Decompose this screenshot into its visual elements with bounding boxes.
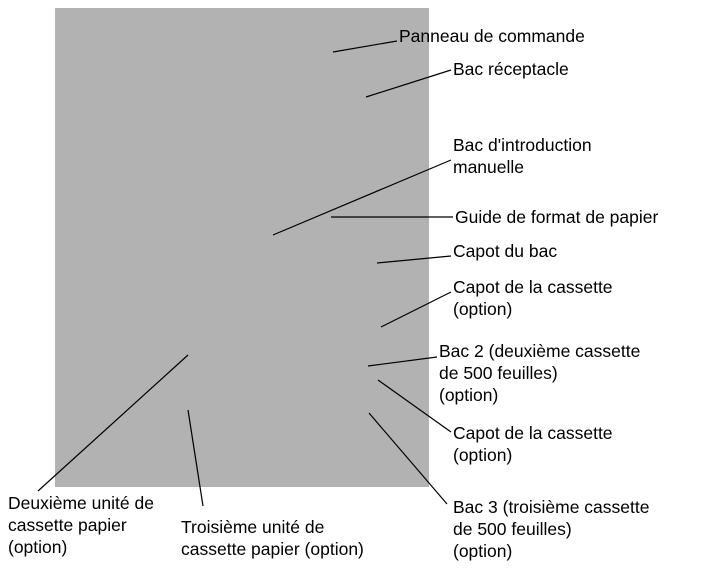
callout-tray-3: Bac 3 (troisième cassette de 500 feuille… bbox=[453, 496, 649, 562]
leader-line-tray-3 bbox=[368, 412, 448, 505]
callout-line: Panneau de commande bbox=[399, 26, 585, 46]
callout-tray-cover: Capot du bac bbox=[453, 240, 557, 262]
callout-line: cassette papier (option) bbox=[181, 539, 364, 559]
leader-line-cassette-cover-2 bbox=[377, 379, 452, 433]
callout-third-cassette-unit: Troisième unité de cassette papier (opti… bbox=[181, 516, 364, 560]
callout-line: Bac d'introduction bbox=[453, 135, 592, 155]
callout-line: cassette papier bbox=[8, 515, 127, 535]
callout-line: de 500 feuilles) bbox=[439, 363, 558, 383]
callout-line: (option) bbox=[453, 299, 513, 319]
callout-line: de 500 feuilles) bbox=[453, 519, 572, 539]
callout-paper-size-guide: Guide de format de papier bbox=[455, 206, 658, 228]
callout-line: Bac 2 (deuxième cassette bbox=[439, 341, 641, 361]
callout-line: Capot du bac bbox=[453, 241, 558, 261]
leader-line-control-panel bbox=[332, 40, 398, 53]
callout-line: Guide de format de papier bbox=[455, 207, 659, 227]
leader-line-second-cassette-unit bbox=[37, 354, 189, 492]
callout-line: Bac 3 (troisième cassette bbox=[453, 497, 650, 517]
leader-line-tray-2 bbox=[367, 356, 438, 367]
leader-lines bbox=[37, 40, 453, 507]
callout-tray-2: Bac 2 (deuxième cassette de 500 feuilles… bbox=[439, 340, 640, 406]
callout-line: (option) bbox=[8, 537, 68, 557]
leader-line-cassette-cover-1 bbox=[380, 291, 452, 328]
callout-line: (option) bbox=[453, 541, 513, 561]
callout-output-tray: Bac réceptacle bbox=[453, 58, 569, 80]
callout-line: Troisième unité de bbox=[181, 517, 325, 537]
leader-line-tray-cover bbox=[376, 255, 452, 264]
callout-line: Deuxième unité de bbox=[8, 493, 154, 513]
callout-line: Bac réceptacle bbox=[453, 59, 569, 79]
callout-second-cassette-unit: Deuxième unité de cassette papier (optio… bbox=[8, 492, 154, 558]
callout-manual-feed-tray: Bac d'introduction manuelle bbox=[453, 134, 592, 178]
printer-photo-placeholder bbox=[55, 8, 429, 487]
callout-line: (option) bbox=[439, 385, 499, 405]
callout-line: Capot de la cassette bbox=[453, 423, 613, 443]
callout-control-panel: Panneau de commande bbox=[399, 25, 585, 47]
leader-line-manual-feed-tray bbox=[272, 159, 452, 236]
callout-cassette-cover-2: Capot de la cassette (option) bbox=[453, 422, 613, 466]
callout-cassette-cover-1: Capot de la cassette (option) bbox=[453, 276, 613, 320]
callout-line: (option) bbox=[453, 445, 513, 465]
leader-line-third-cassette-unit bbox=[187, 409, 204, 507]
leader-line-output-tray bbox=[365, 69, 452, 98]
callout-line: Capot de la cassette bbox=[453, 277, 613, 297]
callout-line: manuelle bbox=[453, 157, 525, 177]
